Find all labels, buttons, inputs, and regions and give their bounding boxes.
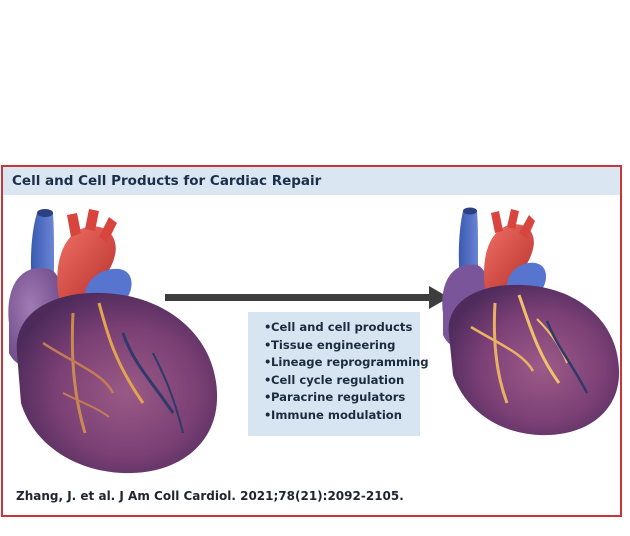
list-item: •Immune modulation: [264, 407, 403, 422]
citation: Zhang, J. et al. J Am Coll Cardiol. 2021…: [16, 489, 404, 503]
right-arrow-icon: [165, 286, 449, 309]
list-item: •Paracrine regulators: [264, 390, 406, 405]
list-item: •Tissue engineering: [264, 337, 396, 352]
list-item: •Cell cycle regulation: [264, 372, 405, 387]
intervention-list-box: •Cell and cell products •Tissue engineer…: [248, 312, 429, 436]
title-bar: Cell and Cell Products for Cardiac Repai…: [3, 167, 620, 195]
list-item: •Lineage reprogramming: [264, 355, 429, 370]
repaired-heart-illustration: [442, 207, 620, 436]
damaged-heart-illustration: [8, 209, 218, 474]
figure-title: Cell and Cell Products for Cardiac Repai…: [12, 173, 322, 189]
figure-frame: Cell and Cell Products for Cardiac Repai…: [1, 165, 622, 517]
list-item: •Cell and cell products: [264, 320, 413, 334]
intervention-list: •Cell and cell products •Tissue engineer…: [248, 312, 429, 425]
